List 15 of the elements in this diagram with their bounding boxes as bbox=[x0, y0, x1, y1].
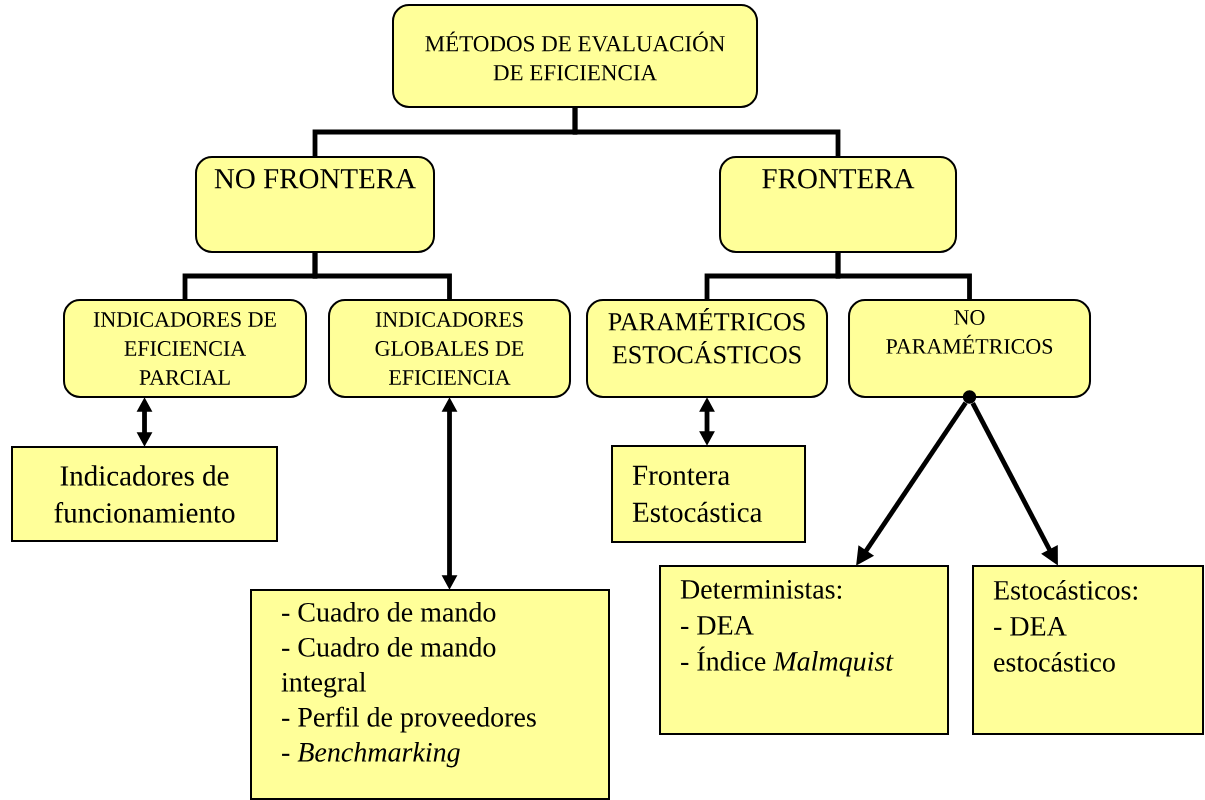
connector-line bbox=[835, 252, 972, 300]
connector-line bbox=[572, 107, 841, 157]
category-box: NO FRONTERA bbox=[195, 156, 435, 253]
category-box: FRONTERA bbox=[719, 156, 957, 253]
category-box: NO PARAMÉTRICOS bbox=[848, 299, 1091, 398]
method-box: Frontera Estocástica bbox=[611, 445, 806, 543]
category-box: PARAMÉTRICOS ESTOCÁSTICOS bbox=[586, 299, 828, 398]
category-box: MÉTODOS DE EVALUACIÓN DE EFICIENCIA bbox=[392, 4, 758, 108]
method-box: - Cuadro de mando - Cuadro de mando integral - Perfil de proveedores - Benchmarking bbox=[250, 589, 610, 800]
category-box: INDICADORES DE EFICIENCIA PARCIAL bbox=[63, 299, 307, 398]
method-box: Indicadores de funcionamiento bbox=[11, 446, 278, 542]
connector-line bbox=[312, 252, 452, 300]
method-box: Deterministas: - DEA - Índice Malmquist bbox=[659, 565, 949, 735]
method-box: Estocásticos: - DEA estocástico bbox=[972, 565, 1204, 735]
category-box: INDICADORES GLOBALES DE EFICIENCIA bbox=[328, 299, 571, 398]
